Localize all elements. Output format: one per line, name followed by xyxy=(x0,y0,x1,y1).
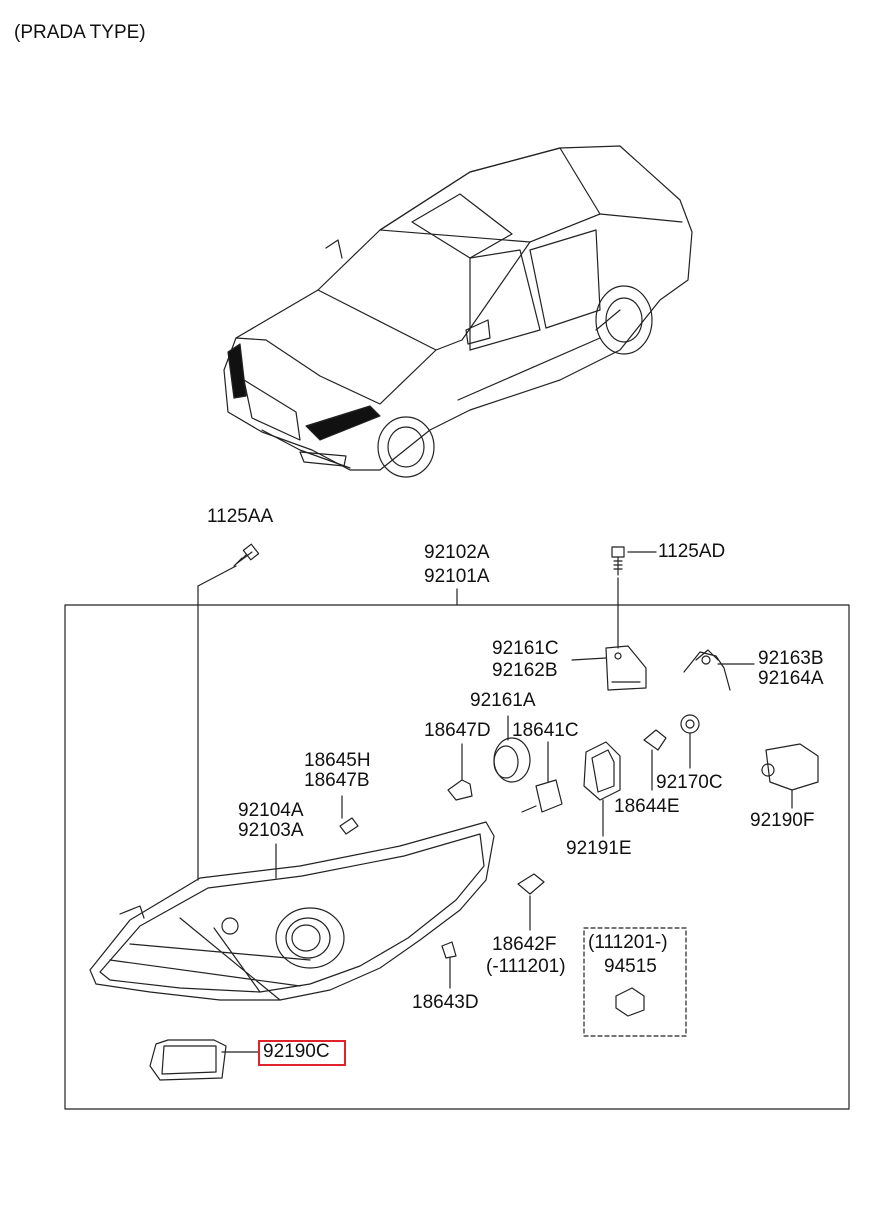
label-18647D: 18647D xyxy=(424,720,491,741)
highlight-box xyxy=(258,1040,346,1066)
label-18645H: 18645H xyxy=(304,750,371,771)
diagram-title: (PRADA TYPE) xyxy=(14,22,146,43)
label-1125AD: 1125AD xyxy=(658,541,726,562)
label-92190C[interactable]: 92190C xyxy=(263,1041,330,1062)
label-94515-note: (111201-) xyxy=(588,932,668,953)
label-18647B: 18647B xyxy=(304,770,370,791)
bulb-18647D xyxy=(447,743,473,801)
cap-92161A xyxy=(493,715,531,783)
bulb-18643D xyxy=(441,941,457,989)
label-18643D: 18643D xyxy=(412,992,479,1013)
label-18642F-note: (-111201) xyxy=(486,956,566,977)
socket-92170C xyxy=(680,714,700,769)
bolt-1125AD xyxy=(611,546,657,649)
label-92101A: 92101A xyxy=(424,566,490,587)
bulb-18644E xyxy=(643,729,667,791)
assembly-frame xyxy=(64,604,850,1110)
bulb-18641C xyxy=(521,741,563,813)
label-18644E: 18644E xyxy=(614,796,680,817)
dashed-box-94515 xyxy=(583,927,687,1037)
bulb-18642F xyxy=(517,873,545,931)
ballast-92191E xyxy=(583,741,621,837)
label-94515: 94515 xyxy=(604,956,657,977)
label-92102A: 92102A xyxy=(424,542,490,563)
bulb-94515 xyxy=(615,987,645,1017)
label-92164A: 92164A xyxy=(758,668,824,689)
bulb-18645H xyxy=(339,795,359,835)
label-92161A: 92161A xyxy=(470,690,536,711)
label-18641C: 18641C xyxy=(512,720,579,741)
headlamp-assembly xyxy=(89,821,495,1001)
module-92190C xyxy=(149,1039,259,1081)
car-illustration xyxy=(223,145,693,478)
label-92104A: 92104A xyxy=(238,800,304,821)
screw-1125AA xyxy=(197,543,260,881)
label-92163B: 92163B xyxy=(758,648,824,669)
label-92190F: 92190F xyxy=(750,810,815,831)
label-92103A: 92103A xyxy=(238,820,304,841)
label-92170C: 92170C xyxy=(656,772,723,793)
label-92161C: 92161C xyxy=(492,638,559,659)
bracket-92163B xyxy=(683,649,755,691)
label-18642F: 18642F xyxy=(492,934,557,955)
label-1125AA: 1125AA xyxy=(207,506,274,527)
label-92162B: 92162B xyxy=(492,660,558,681)
label-92191E: 92191E xyxy=(566,838,632,859)
bracket-92161C xyxy=(571,645,647,691)
motor-92190F xyxy=(761,743,819,809)
